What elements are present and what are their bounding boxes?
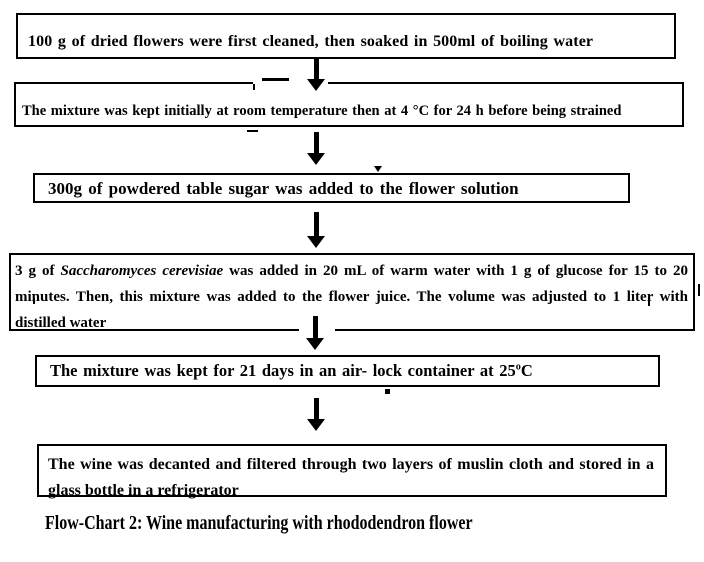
step-4-text-post: was added in 20 mL of warm water with 1 …: [15, 263, 688, 331]
scan-artifact: [648, 298, 650, 306]
step-2-box: The mixture was kept initially at room t…: [14, 82, 684, 127]
species-name: Saccharomyces cerevisiae: [60, 263, 224, 279]
step-4-text-pre: 3 g of: [15, 263, 61, 279]
down-arrow-icon: [307, 59, 325, 91]
down-arrow-icon: [307, 132, 325, 165]
step-6-text: The wine was decanted and filtered throu…: [48, 456, 654, 499]
down-arrow-icon: [307, 398, 325, 431]
step-4-box: 3 g of Saccharomyces cerevisiae was adde…: [9, 253, 695, 331]
arrow-head: [307, 79, 325, 91]
step-4-text: 3 g of Saccharomyces cerevisiae was adde…: [11, 255, 693, 336]
arrow-shaft: [314, 398, 319, 420]
step-5-text-post: C: [520, 361, 533, 380]
step-5-box: The mixture was kept for 21 days in an a…: [35, 355, 660, 387]
down-arrow-icon: [307, 212, 325, 248]
scan-artifact: [698, 284, 700, 296]
arrow-shaft: [314, 212, 319, 237]
flowchart-caption: Flow-Chart 2: Wine manufacturing with rh…: [45, 512, 473, 534]
arrow-shaft: [314, 132, 319, 154]
scan-artifact: [253, 84, 255, 90]
step-3-box: 300g of powdered table sugar was added t…: [33, 173, 630, 203]
step-5-text: The mixture was kept for 21 days in an a…: [37, 357, 658, 381]
scan-artifact: [385, 389, 390, 394]
degree-superscript: o: [515, 361, 521, 373]
arrow-head: [307, 153, 325, 165]
arrow-shaft: [313, 316, 318, 339]
arrow-head: [307, 236, 325, 248]
step-1-box: 100 g of dried flowers were first cleane…: [16, 13, 676, 59]
scan-artifact: [374, 166, 382, 172]
down-arrow-icon: [306, 316, 324, 350]
scan-artifact: [33, 298, 35, 304]
step-3-text: 300g of powdered table sugar was added t…: [48, 179, 519, 198]
scan-artifact: [247, 130, 258, 132]
step-6-box: The wine was decanted and filtered throu…: [37, 444, 667, 499]
arrow-head: [307, 419, 325, 431]
step-1-text: 100 g of dried flowers were first cleane…: [28, 33, 594, 50]
step-2-text: The mixture was kept initially at room t…: [22, 103, 622, 119]
border-gap: [253, 81, 328, 86]
arrow-shaft: [314, 59, 319, 80]
arrow-head: [306, 338, 324, 350]
scan-artifact: [262, 78, 289, 81]
step-5-text-pre: The mixture was kept for 21 days in an a…: [50, 361, 516, 380]
